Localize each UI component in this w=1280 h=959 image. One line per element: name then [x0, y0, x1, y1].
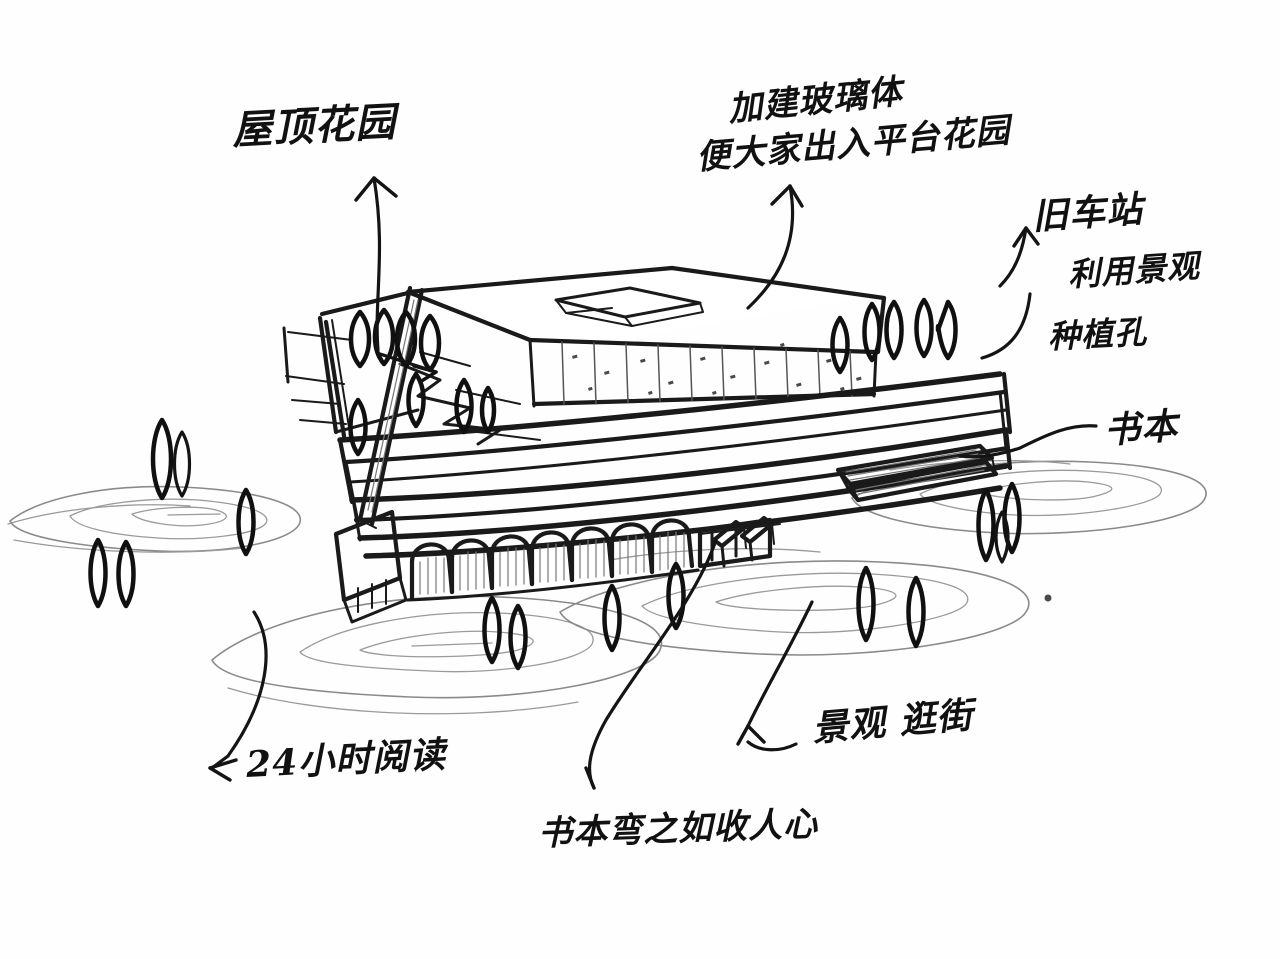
annotation-books: 书本 — [1102, 404, 1180, 452]
building-mass — [282, 265, 1013, 624]
glass-curtain-wall — [561, 341, 862, 405]
roof-volume — [405, 265, 887, 408]
annotation-book-curve-poem: 书本弯之如收人心 — [537, 804, 819, 854]
arcade-level — [333, 285, 1003, 624]
ground-contours — [7, 459, 1207, 715]
annotation-leaders — [208, 176, 1098, 790]
annotation-planting-holes: 种植孔 — [1047, 312, 1148, 356]
roof-terrace — [282, 289, 1008, 484]
annotation-keep-structure: 利用景观 — [1066, 246, 1202, 294]
glass-speckles — [572, 342, 862, 395]
slab-stack — [337, 371, 1013, 542]
annotation-roof-garden: 屋顶花园 — [230, 98, 398, 154]
structural-columns — [699, 515, 781, 568]
entry-cube — [333, 509, 408, 624]
arch-openings — [409, 518, 695, 601]
book-stack-end — [835, 443, 999, 503]
annotation-reading-24h: 24小时阅读 — [245, 733, 448, 786]
annotation-old-station: 旧车站 — [1030, 188, 1145, 238]
roof-skylight — [554, 286, 704, 327]
arch-shading — [419, 531, 685, 595]
